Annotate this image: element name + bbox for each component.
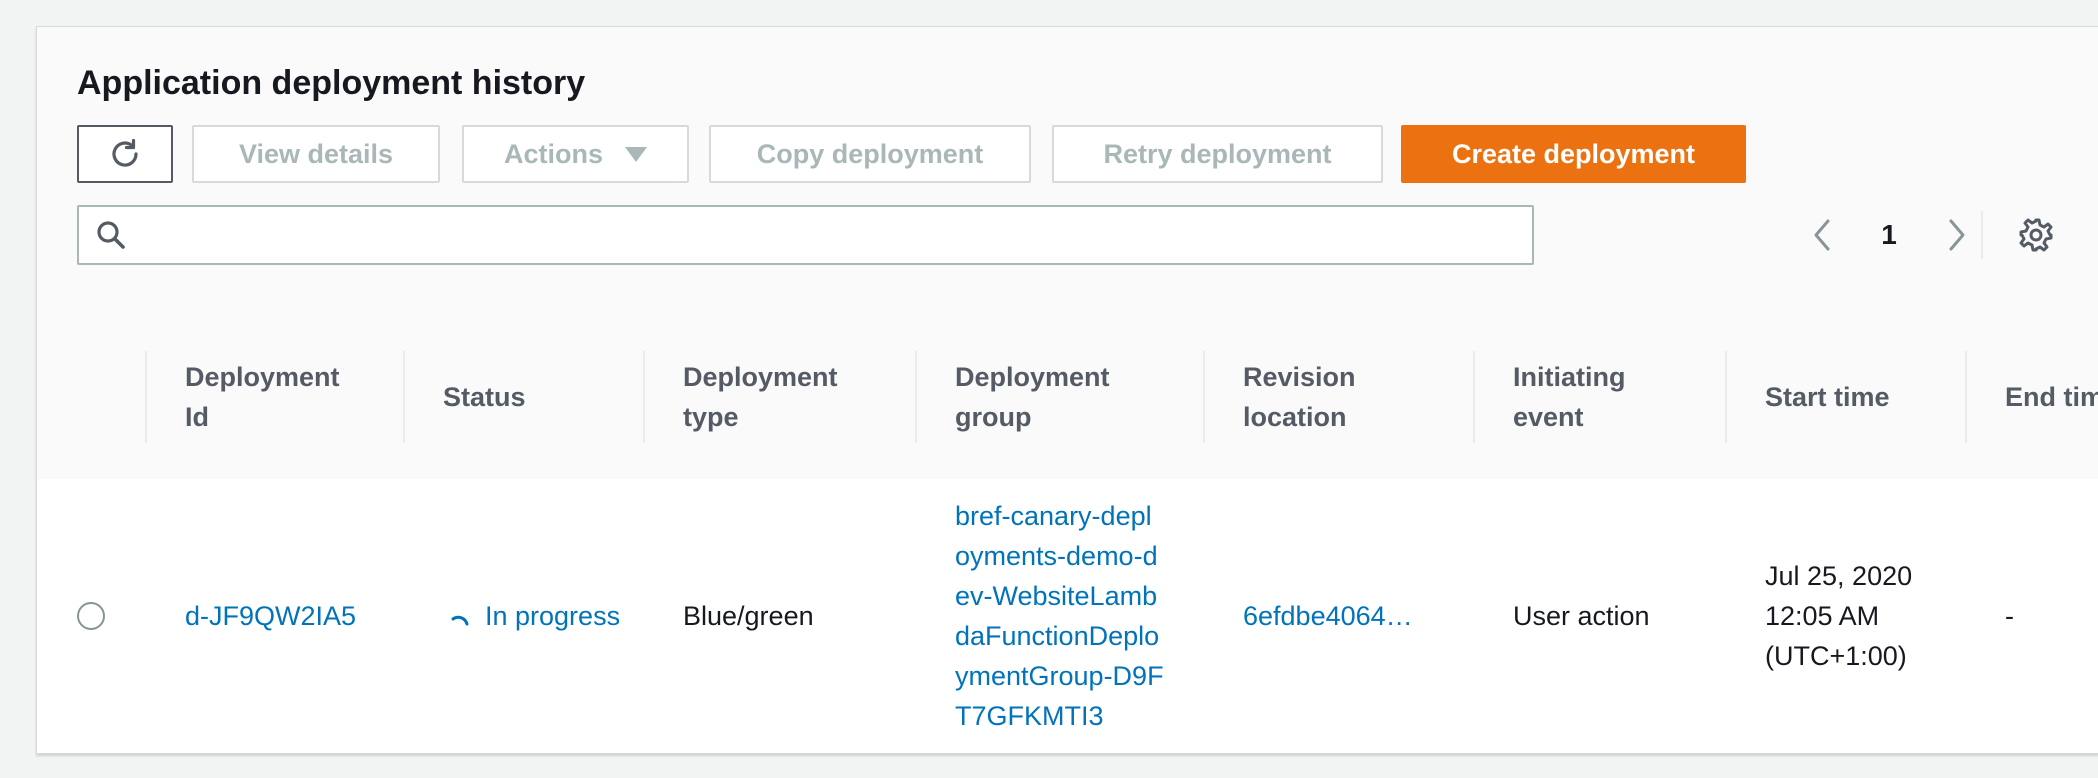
column-header-status[interactable]: Status: [403, 315, 643, 479]
page-title: Application deployment history: [77, 64, 586, 102]
row-select-radio[interactable]: [77, 602, 105, 630]
start-time-text: Jul 25, 2020 12:05 AM (UTC+1:00): [1765, 561, 1913, 671]
column-header-label: Initiating event: [1513, 362, 1626, 432]
end-time-cell: -: [2005, 479, 2014, 753]
previous-page-button[interactable]: [1802, 213, 1842, 257]
column-header-deployment-group[interactable]: Deployment group: [915, 315, 1203, 479]
current-page-number[interactable]: 1: [1881, 219, 1897, 250]
status-cell: In progress: [449, 479, 620, 753]
actions-dropdown-button[interactable]: Actions: [462, 125, 689, 183]
status-text[interactable]: In progress: [485, 601, 621, 631]
panel-header: Application deployment history View deta…: [37, 27, 2098, 316]
next-page-button[interactable]: [1937, 213, 1977, 257]
refresh-button[interactable]: [77, 125, 173, 183]
column-header-label: End time: [2005, 382, 2098, 412]
chevron-left-icon: [1810, 217, 1834, 253]
deployment-history-panel: Application deployment history View deta…: [36, 26, 2098, 754]
gear-icon: [2018, 217, 2054, 253]
column-header-label: Deployment type: [683, 362, 838, 432]
column-header-deployment-type[interactable]: Deployment type: [643, 315, 915, 479]
deployment-group-link[interactable]: bref-canary-deployments-demo-dev-Website…: [955, 501, 1164, 731]
pagination-divider: [1981, 211, 1983, 259]
column-separator: [1725, 351, 1727, 443]
column-separator: [403, 351, 405, 443]
deployment-group-cell: bref-canary-deployments-demo-dev-Website…: [955, 479, 1165, 753]
column-header-initiating-event[interactable]: Initiating event: [1473, 315, 1725, 479]
deployment-id-link[interactable]: d-JF9QW2IA5: [185, 601, 357, 631]
retry-deployment-button[interactable]: Retry deployment: [1052, 125, 1383, 183]
column-header-start-time[interactable]: Start time: [1725, 315, 1965, 479]
table-row[interactable]: d-JF9QW2IA5 In progress Blue/green bref-…: [37, 479, 2098, 753]
preferences-button[interactable]: [2014, 213, 2058, 257]
column-header-label: Status: [443, 382, 526, 412]
column-header-label: Deployment Id: [185, 362, 340, 432]
revision-location-link[interactable]: 6efdbe4064…: [1243, 601, 1413, 631]
column-header-deployment-id[interactable]: Deployment Id: [145, 315, 403, 479]
column-header-label: Revision location: [1243, 362, 1356, 432]
column-separator: [643, 351, 645, 443]
deployment-id-cell: d-JF9QW2IA5: [185, 479, 356, 753]
refresh-icon: [107, 136, 143, 172]
column-separator: [145, 351, 147, 443]
revision-location-cell: 6efdbe4064…: [1243, 479, 1413, 753]
deployment-type-text: Blue/green: [683, 601, 814, 631]
view-details-button[interactable]: View details: [192, 125, 440, 183]
end-time-text: -: [2005, 601, 2014, 631]
create-deployment-button[interactable]: Create deployment: [1401, 125, 1746, 183]
table-header: Deployment Id Status Deployment type Dep…: [37, 315, 2098, 480]
column-header-end-time[interactable]: End time: [1965, 315, 2098, 479]
initiating-event-cell: User action: [1513, 479, 1650, 753]
column-separator: [1965, 351, 1967, 443]
column-header-label: Deployment group: [955, 362, 1110, 432]
column-separator: [1203, 351, 1205, 443]
search-box[interactable]: [77, 205, 1534, 265]
search-icon: [95, 219, 139, 251]
deployment-type-cell: Blue/green: [683, 479, 814, 753]
actions-label: Actions: [503, 138, 603, 169]
copy-deployment-button[interactable]: Copy deployment: [709, 125, 1031, 183]
column-separator: [1473, 351, 1475, 443]
start-time-cell: Jul 25, 2020 12:05 AM (UTC+1:00): [1765, 479, 1935, 753]
search-input[interactable]: [139, 208, 1532, 262]
chevron-right-icon: [1945, 217, 1969, 253]
column-header-revision-location[interactable]: Revision location: [1203, 315, 1473, 479]
in-progress-spinner-icon: [449, 605, 471, 627]
initiating-event-text: User action: [1513, 601, 1650, 631]
row-select-cell: [77, 479, 105, 753]
column-separator: [915, 351, 917, 443]
caret-down-icon: [625, 146, 647, 162]
column-header-label: Start time: [1765, 382, 1890, 412]
